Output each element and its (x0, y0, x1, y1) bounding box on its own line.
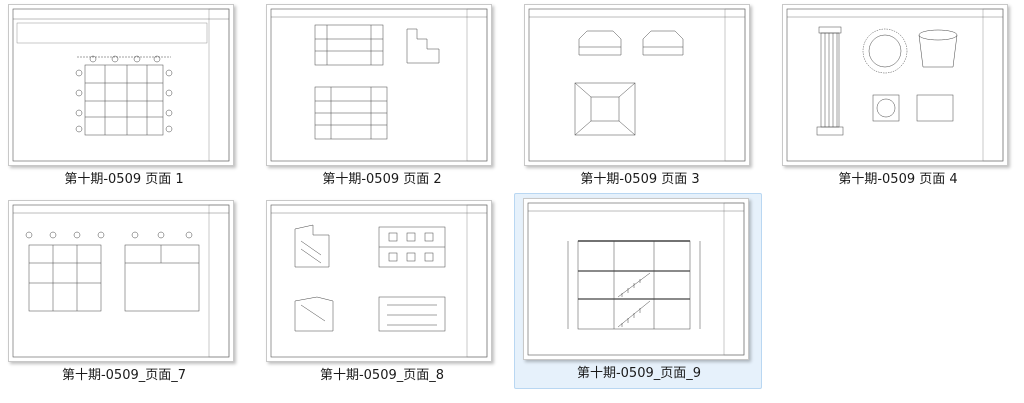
thumbnail-caption: 第十期-0509 页面 3 (580, 172, 700, 187)
page-preview-image (524, 4, 750, 166)
thumbnail-caption: 第十期-0509_页面_9 (576, 366, 702, 381)
thumbnail-page-9[interactable]: 第十期-0509_页面_9 (514, 193, 762, 389)
thumbnail-page-4[interactable]: 第十期-0509 页面 4 (774, 0, 1022, 196)
thumbnail-page-2[interactable]: 第十期-0509 页面 2 (258, 0, 506, 196)
page-preview-image (266, 200, 492, 362)
page-preview-image (8, 200, 234, 362)
page-preview-image (523, 198, 749, 360)
page-preview-image (782, 4, 1008, 166)
thumbnail-caption: 第十期-0509_页面_8 (319, 368, 445, 383)
page-preview-image (266, 4, 492, 166)
thumbnail-caption: 第十期-0509_页面_7 (61, 368, 187, 383)
page-preview-image (8, 4, 234, 166)
thumbnail-page-7[interactable]: 第十期-0509_页面_7 (0, 196, 248, 392)
thumbnail-page-3[interactable]: 第十期-0509 页面 3 (516, 0, 764, 196)
thumbnail-page-1[interactable]: 第十期-0509 页面 1 (0, 0, 248, 196)
thumbnail-caption: 第十期-0509 页面 2 (322, 172, 442, 187)
thumbnail-caption: 第十期-0509 页面 4 (838, 172, 958, 187)
thumbnail-caption: 第十期-0509 页面 1 (64, 172, 184, 187)
thumbnail-page-8[interactable]: 第十期-0509_页面_8 (258, 196, 506, 392)
